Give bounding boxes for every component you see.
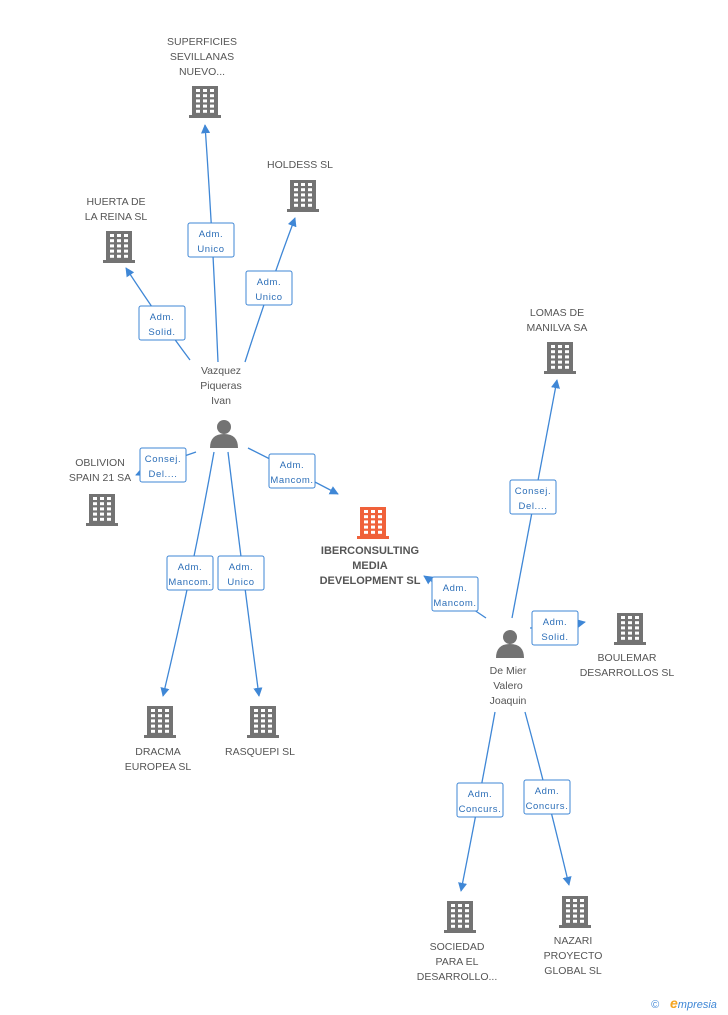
role-badge-label: Adm.Concurs. xyxy=(459,789,502,815)
building-icon xyxy=(247,706,279,738)
building-icon xyxy=(357,507,389,539)
company-name: RASQUEPI SL xyxy=(225,746,295,758)
brand-rest: mpresia xyxy=(678,999,717,1011)
role-badge-box xyxy=(187,222,235,258)
role-badge-demier-iberconsulting[interactable]: Adm.Mancom. xyxy=(431,576,479,612)
role-badge-box xyxy=(523,779,571,815)
brand-initial: e xyxy=(670,995,678,1011)
role-badge-label: Adm.Unico xyxy=(227,562,254,588)
roles-layer: Adm.UnicoAdm.UnicoAdm.Solid.Consej.Del..… xyxy=(138,222,579,818)
role-badge-label: Adm.Solid. xyxy=(541,617,568,643)
role-badge-label: Adm.Solid. xyxy=(148,312,175,338)
company-node-rasquepi[interactable]: RASQUEPI SL xyxy=(225,706,295,758)
building-icon xyxy=(614,613,646,645)
role-badge-demier-sociedad[interactable]: Adm.Concurs. xyxy=(456,782,504,818)
company-node-holdess[interactable]: HOLDESS SL xyxy=(267,159,333,212)
role-badge-box xyxy=(166,555,214,591)
role-badge-demier-lomas[interactable]: Consej.Del.... xyxy=(509,479,557,515)
building-icon xyxy=(189,86,221,118)
role-badge-label: Adm.Mancom. xyxy=(270,460,313,486)
company-name: HOLDESS SL xyxy=(267,159,333,171)
role-badge-vazquez-iberconsulting[interactable]: Adm.Mancom. xyxy=(268,453,316,489)
role-badge-label: Adm.Unico xyxy=(255,277,282,303)
building-icon xyxy=(559,896,591,928)
role-badge-box xyxy=(456,782,504,818)
role-badge-label: Consej.Del.... xyxy=(515,486,551,512)
role-badge-box xyxy=(217,555,265,591)
person-icon xyxy=(496,630,524,658)
brand-watermark: © empresia xyxy=(651,995,717,1011)
role-badge-vazquez-holdess[interactable]: Adm.Unico xyxy=(245,270,293,306)
role-badge-label: Adm.Mancom. xyxy=(168,562,211,588)
brand-name: empresia xyxy=(670,995,717,1011)
building-icon xyxy=(444,901,476,933)
role-badge-demier-boulemar[interactable]: Adm.Solid. xyxy=(531,610,579,646)
role-badge-vazquez-oblivion[interactable]: Consej.Del.... xyxy=(139,447,187,483)
copyright-symbol: © xyxy=(651,999,660,1011)
role-badge-box xyxy=(268,453,316,489)
building-icon xyxy=(287,180,319,212)
person-icon xyxy=(210,420,238,448)
role-badge-vazquez-dracma[interactable]: Adm.Mancom. xyxy=(166,555,214,591)
role-badge-label: Adm.Mancom. xyxy=(433,583,476,609)
role-badge-vazquez-rasquepi[interactable]: Adm.Unico xyxy=(217,555,265,591)
role-badge-demier-nazari[interactable]: Adm.Concurs. xyxy=(523,779,571,815)
building-icon xyxy=(103,231,135,263)
building-icon xyxy=(544,342,576,374)
role-badge-box xyxy=(138,305,186,341)
role-badge-label: Adm.Unico xyxy=(197,229,224,255)
role-badge-vazquez-huerta[interactable]: Adm.Solid. xyxy=(138,305,186,341)
role-badge-box xyxy=(245,270,293,306)
role-badge-box xyxy=(531,610,579,646)
role-badge-box xyxy=(139,447,187,483)
role-badge-vazquez-superficies[interactable]: Adm.Unico xyxy=(187,222,235,258)
role-badge-box xyxy=(431,576,479,612)
building-icon xyxy=(144,706,176,738)
role-badge-label: Adm.Concurs. xyxy=(526,786,569,812)
building-icon xyxy=(86,494,118,526)
role-badge-box xyxy=(509,479,557,515)
role-badge-label: Consej.Del.... xyxy=(145,454,181,480)
